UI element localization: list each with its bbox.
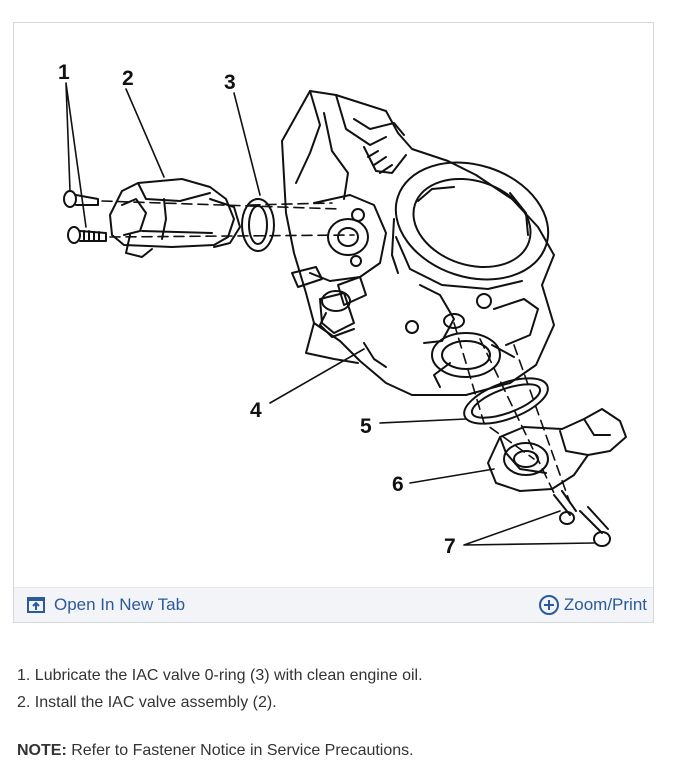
open-in-new-tab-link[interactable]: Open In New Tab: [26, 588, 185, 622]
callout-2: 2: [122, 67, 134, 90]
callout-1: 1: [58, 61, 70, 84]
note-label: NOTE:: [17, 742, 67, 759]
tps-o-ring-drawing: [463, 377, 549, 425]
tps-sensor-drawing: [487, 408, 627, 492]
callout-3: 3: [224, 71, 236, 94]
zoom-plus-circle-icon: [538, 595, 559, 615]
zoom-print-label: Zoom/Print: [563, 595, 647, 614]
open-in-new-tab-icon: [27, 597, 45, 613]
step-1: 1. Lubricate the IAC valve 0-ring (3) wi…: [17, 667, 423, 684]
iac-o-ring-drawing: [241, 198, 275, 252]
callout-7: 7: [444, 535, 456, 558]
tps-screws-drawing: [553, 490, 611, 547]
iac-screws-drawing: [63, 190, 107, 244]
throttle-body-drawing: [281, 90, 555, 396]
leader-lines: [65, 82, 595, 546]
step-2: 2. Install the IAC valve assembly (2).: [17, 694, 277, 711]
note-paragraph: NOTE: Refer to Fastener Notice in Servic…: [17, 742, 414, 760]
figure-action-bar: Open In New Tab Zoom/Print: [14, 587, 653, 622]
note-text: Refer to Fastener Notice in Service Prec…: [66, 742, 414, 759]
instruction-steps: 1. Lubricate the IAC valve 0-ring (3) wi…: [17, 662, 423, 716]
callout-5: 5: [360, 415, 372, 438]
zoom-print-link[interactable]: Zoom/Print: [538, 588, 647, 622]
callout-6: 6: [392, 473, 404, 496]
iac-valve-drawing: [109, 178, 241, 258]
throttle-body-diagram: 1 2 3 4 5 6 7: [58, 61, 627, 558]
open-in-new-tab-label: Open In New Tab: [54, 595, 186, 614]
figure-card: 1 2 3 4 5 6 7 Open In New Tab Zoom/Print: [13, 22, 654, 623]
callout-4: 4: [250, 399, 262, 422]
